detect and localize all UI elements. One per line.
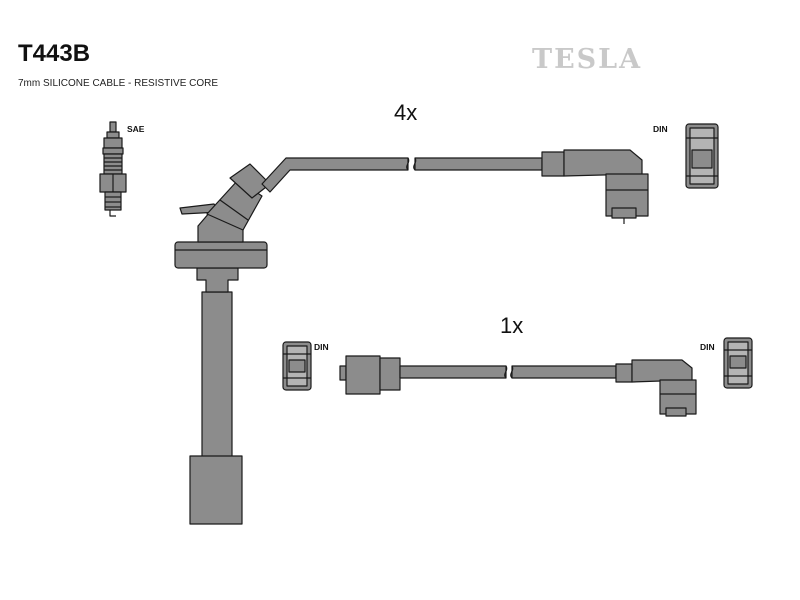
brand-logo: TESLA [532,44,643,75]
din-label-left: DIN [314,342,329,352]
cable-description: 7mm SILICONE CABLE - RESISTIVE CORE [18,78,219,89]
din-terminal-right-icon [723,337,753,389]
quantity-label-long-cable: 4x [394,100,418,125]
short-ignition-lead [339,355,697,417]
plug-boot-tube [201,291,233,465]
din-terminal-left-icon [282,341,312,391]
din-label-right: DIN [700,342,715,352]
quantity-label-short-cable: 1x [500,313,524,338]
long-ignition-lead [174,149,649,525]
part-number: T443B [18,40,91,67]
sae-label: SAE [127,124,145,134]
plug-boot-tip [189,455,243,525]
din-label-top: DIN [653,124,668,134]
din-terminal-top-icon [685,123,719,189]
spark-plug-icon [99,121,127,217]
